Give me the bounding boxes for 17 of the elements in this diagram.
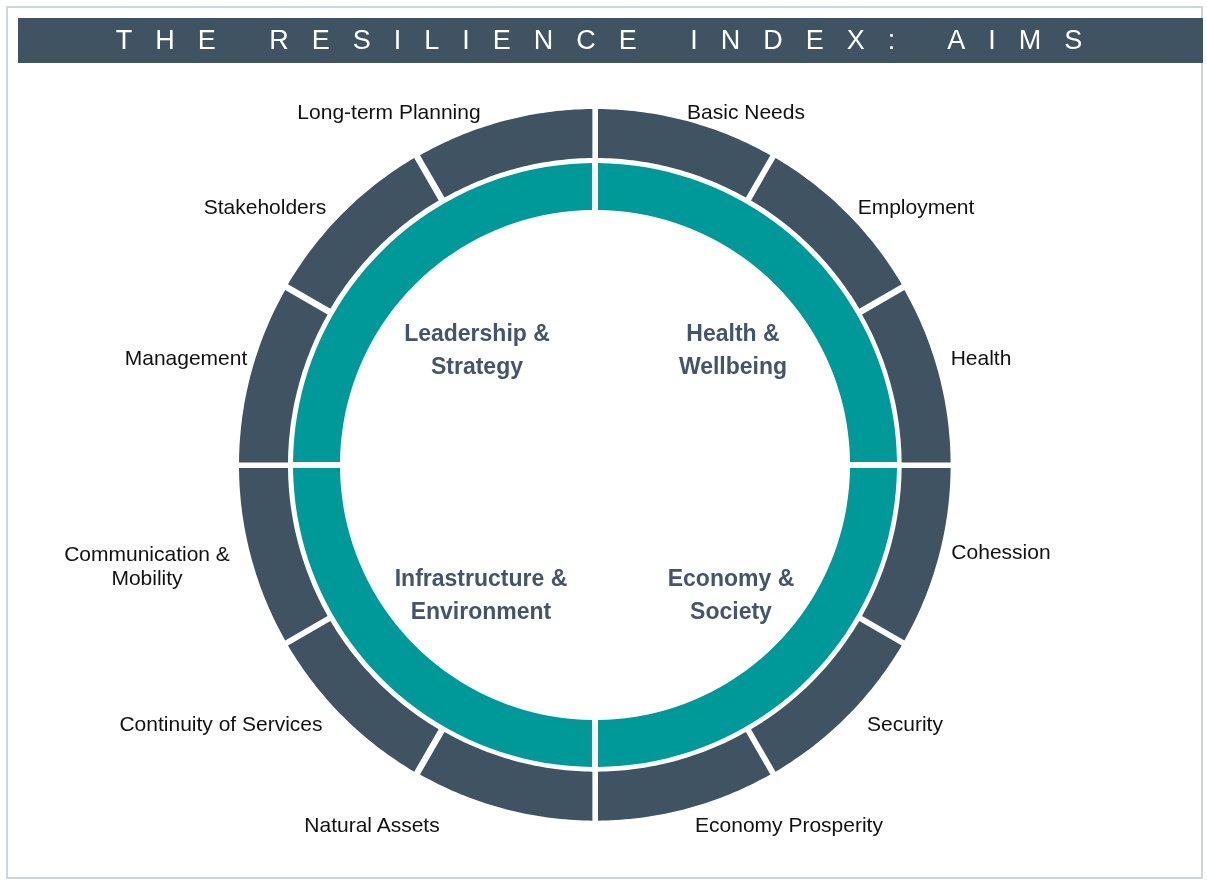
aim-label: Health [950, 346, 1012, 370]
aim-label: Basic Needs [687, 100, 805, 124]
aim-label: Long-term Planning [297, 100, 481, 124]
category-label: Leadership & Strategy [403, 318, 551, 381]
aim-label: Economy Prosperity [695, 813, 883, 837]
aim-label: Management [124, 346, 248, 370]
category-label: Health & Wellbeing [677, 318, 789, 381]
category-label: Infrastructure & Environment [393, 563, 569, 626]
aim-label: Cohession [951, 540, 1051, 564]
aim-label: Stakeholders [203, 195, 327, 219]
title-banner: THE RESILIENCE INDEX: AIMS [18, 18, 1203, 63]
aim-label: Security [867, 712, 943, 736]
aim-label: Communication & Mobility [63, 542, 231, 590]
aim-label: Employment [857, 195, 975, 219]
category-label: Economy & Society [666, 563, 796, 626]
aim-label: Natural Assets [304, 813, 440, 837]
aim-label: Continuity of Services [119, 712, 323, 736]
